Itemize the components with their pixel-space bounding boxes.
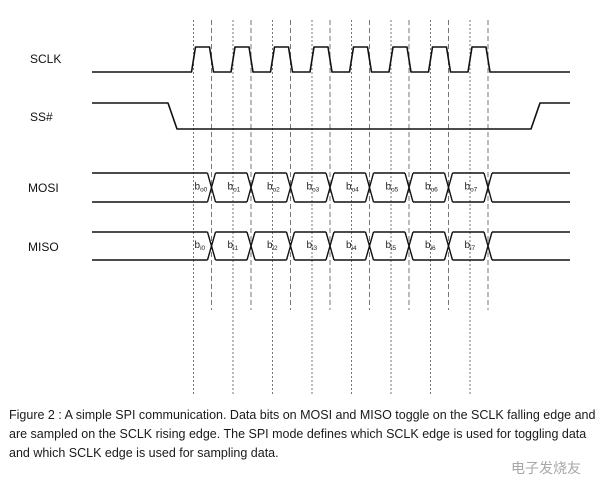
miso-bit-label: bi1 xyxy=(228,240,239,252)
mosi-bit-labels: bo0 bo1 bo2 bo3 bo4 bo5 bo6 bo7 xyxy=(195,182,478,194)
mosi-bit-label: bo2 xyxy=(267,182,280,194)
miso-label: MISO xyxy=(28,240,59,254)
mosi-data-bus xyxy=(92,172,570,203)
mosi-segment xyxy=(364,172,375,203)
figure-caption: Figure 2 : A simple SPI communication. D… xyxy=(9,408,596,460)
miso-segment xyxy=(404,231,414,261)
mosi-segment xyxy=(443,172,454,203)
miso-data-bus xyxy=(92,231,570,261)
spi-timing-diagram: bo0 bo1 bo2 bo3 bo4 bo5 bo6 bo7 bi0 bi1 bi2 bi3 bi4… xyxy=(92,20,570,395)
miso-bit-label: bi5 xyxy=(386,240,397,252)
miso-segment xyxy=(206,231,217,261)
mosi-bit-label: bo6 xyxy=(425,182,438,194)
watermark-logo: 电子发烧友 xyxy=(511,461,581,477)
mosi-bit-label: bo3 xyxy=(307,182,320,194)
mosi-label: MOSI xyxy=(28,181,59,195)
mosi-segment xyxy=(404,172,414,203)
miso-segment xyxy=(285,231,296,261)
miso-bit-label: bi4 xyxy=(346,240,357,252)
miso-bit-labels: bi0 bi1 bi2 bi3 bi4 bi5 bi6 bi7 xyxy=(195,240,476,252)
mosi-segment xyxy=(483,172,493,203)
ss-label: SS# xyxy=(30,110,53,124)
mosi-bit-label: bo4 xyxy=(346,182,359,194)
miso-bit-label: bi3 xyxy=(307,240,318,252)
miso-bit-label: bi2 xyxy=(267,240,278,252)
miso-bit-label: bi6 xyxy=(425,240,436,252)
miso-bit-label: bi0 xyxy=(195,240,206,252)
miso-segment xyxy=(483,231,493,261)
miso-bit-label: bi7 xyxy=(465,240,476,252)
miso-segment xyxy=(325,231,335,261)
waveforms xyxy=(92,46,570,261)
mosi-bit-label: bo5 xyxy=(386,182,399,194)
mosi-bit-label: bo0 xyxy=(195,182,208,194)
ss-waveform xyxy=(92,102,570,130)
mosi-segment xyxy=(206,172,217,203)
mosi-bit-label: bo1 xyxy=(228,182,241,194)
miso-segment xyxy=(443,231,454,261)
mosi-segment xyxy=(246,172,256,203)
mosi-bit-label: bo7 xyxy=(465,182,478,194)
mosi-segment xyxy=(285,172,296,203)
sclk-waveform xyxy=(92,46,570,73)
miso-segment xyxy=(364,231,375,261)
timing-guide-lines xyxy=(193,20,489,395)
miso-segment xyxy=(246,231,256,261)
sclk-label: SCLK xyxy=(30,52,62,66)
mosi-segment xyxy=(325,172,335,203)
